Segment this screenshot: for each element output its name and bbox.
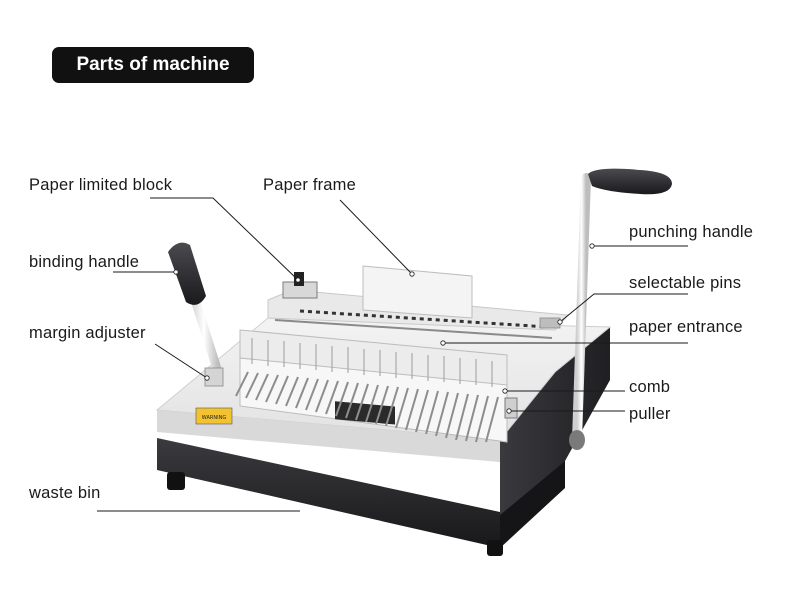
label-punching-handle: punching handle — [629, 223, 754, 241]
leader-paper-frame — [339, 199, 413, 275]
leader-margin-adjuster — [154, 343, 208, 379]
label-binding-handle: binding handle — [29, 253, 140, 271]
leader-dots — [173, 243, 595, 414]
body-front-edge — [157, 410, 500, 462]
paper-entrance — [274, 319, 553, 339]
label-paper-frame: Paper frame — [263, 176, 356, 194]
waste-bin — [157, 438, 565, 556]
selectable-pins — [299, 309, 549, 329]
comb-fingers — [251, 338, 493, 387]
label-margin-adjuster: margin adjuster — [29, 324, 146, 342]
leader-paper-limited-block — [150, 197, 299, 281]
warning-sticker-text: WARNING — [202, 415, 227, 421]
leader-lines — [97, 197, 688, 512]
comb-teeth — [235, 371, 499, 443]
paper-limited-block — [282, 272, 318, 299]
punching-handle — [569, 168, 672, 450]
puller — [504, 397, 518, 419]
binding-handle — [168, 242, 223, 377]
label-selectable-pins: selectable pins — [629, 274, 742, 292]
leader-selectable-pins — [559, 293, 688, 323]
label-comb: comb — [629, 378, 671, 396]
warning-sticker: WARNING — [195, 407, 233, 425]
label-paper-entrance: paper entrance — [629, 318, 743, 336]
label-paper-limited-block: Paper limited block — [29, 176, 173, 194]
paper-frame — [362, 265, 473, 319]
label-puller: puller — [629, 405, 671, 423]
label-waste-bin: waste bin — [29, 484, 101, 502]
page-title: Parts of machine — [52, 47, 254, 83]
